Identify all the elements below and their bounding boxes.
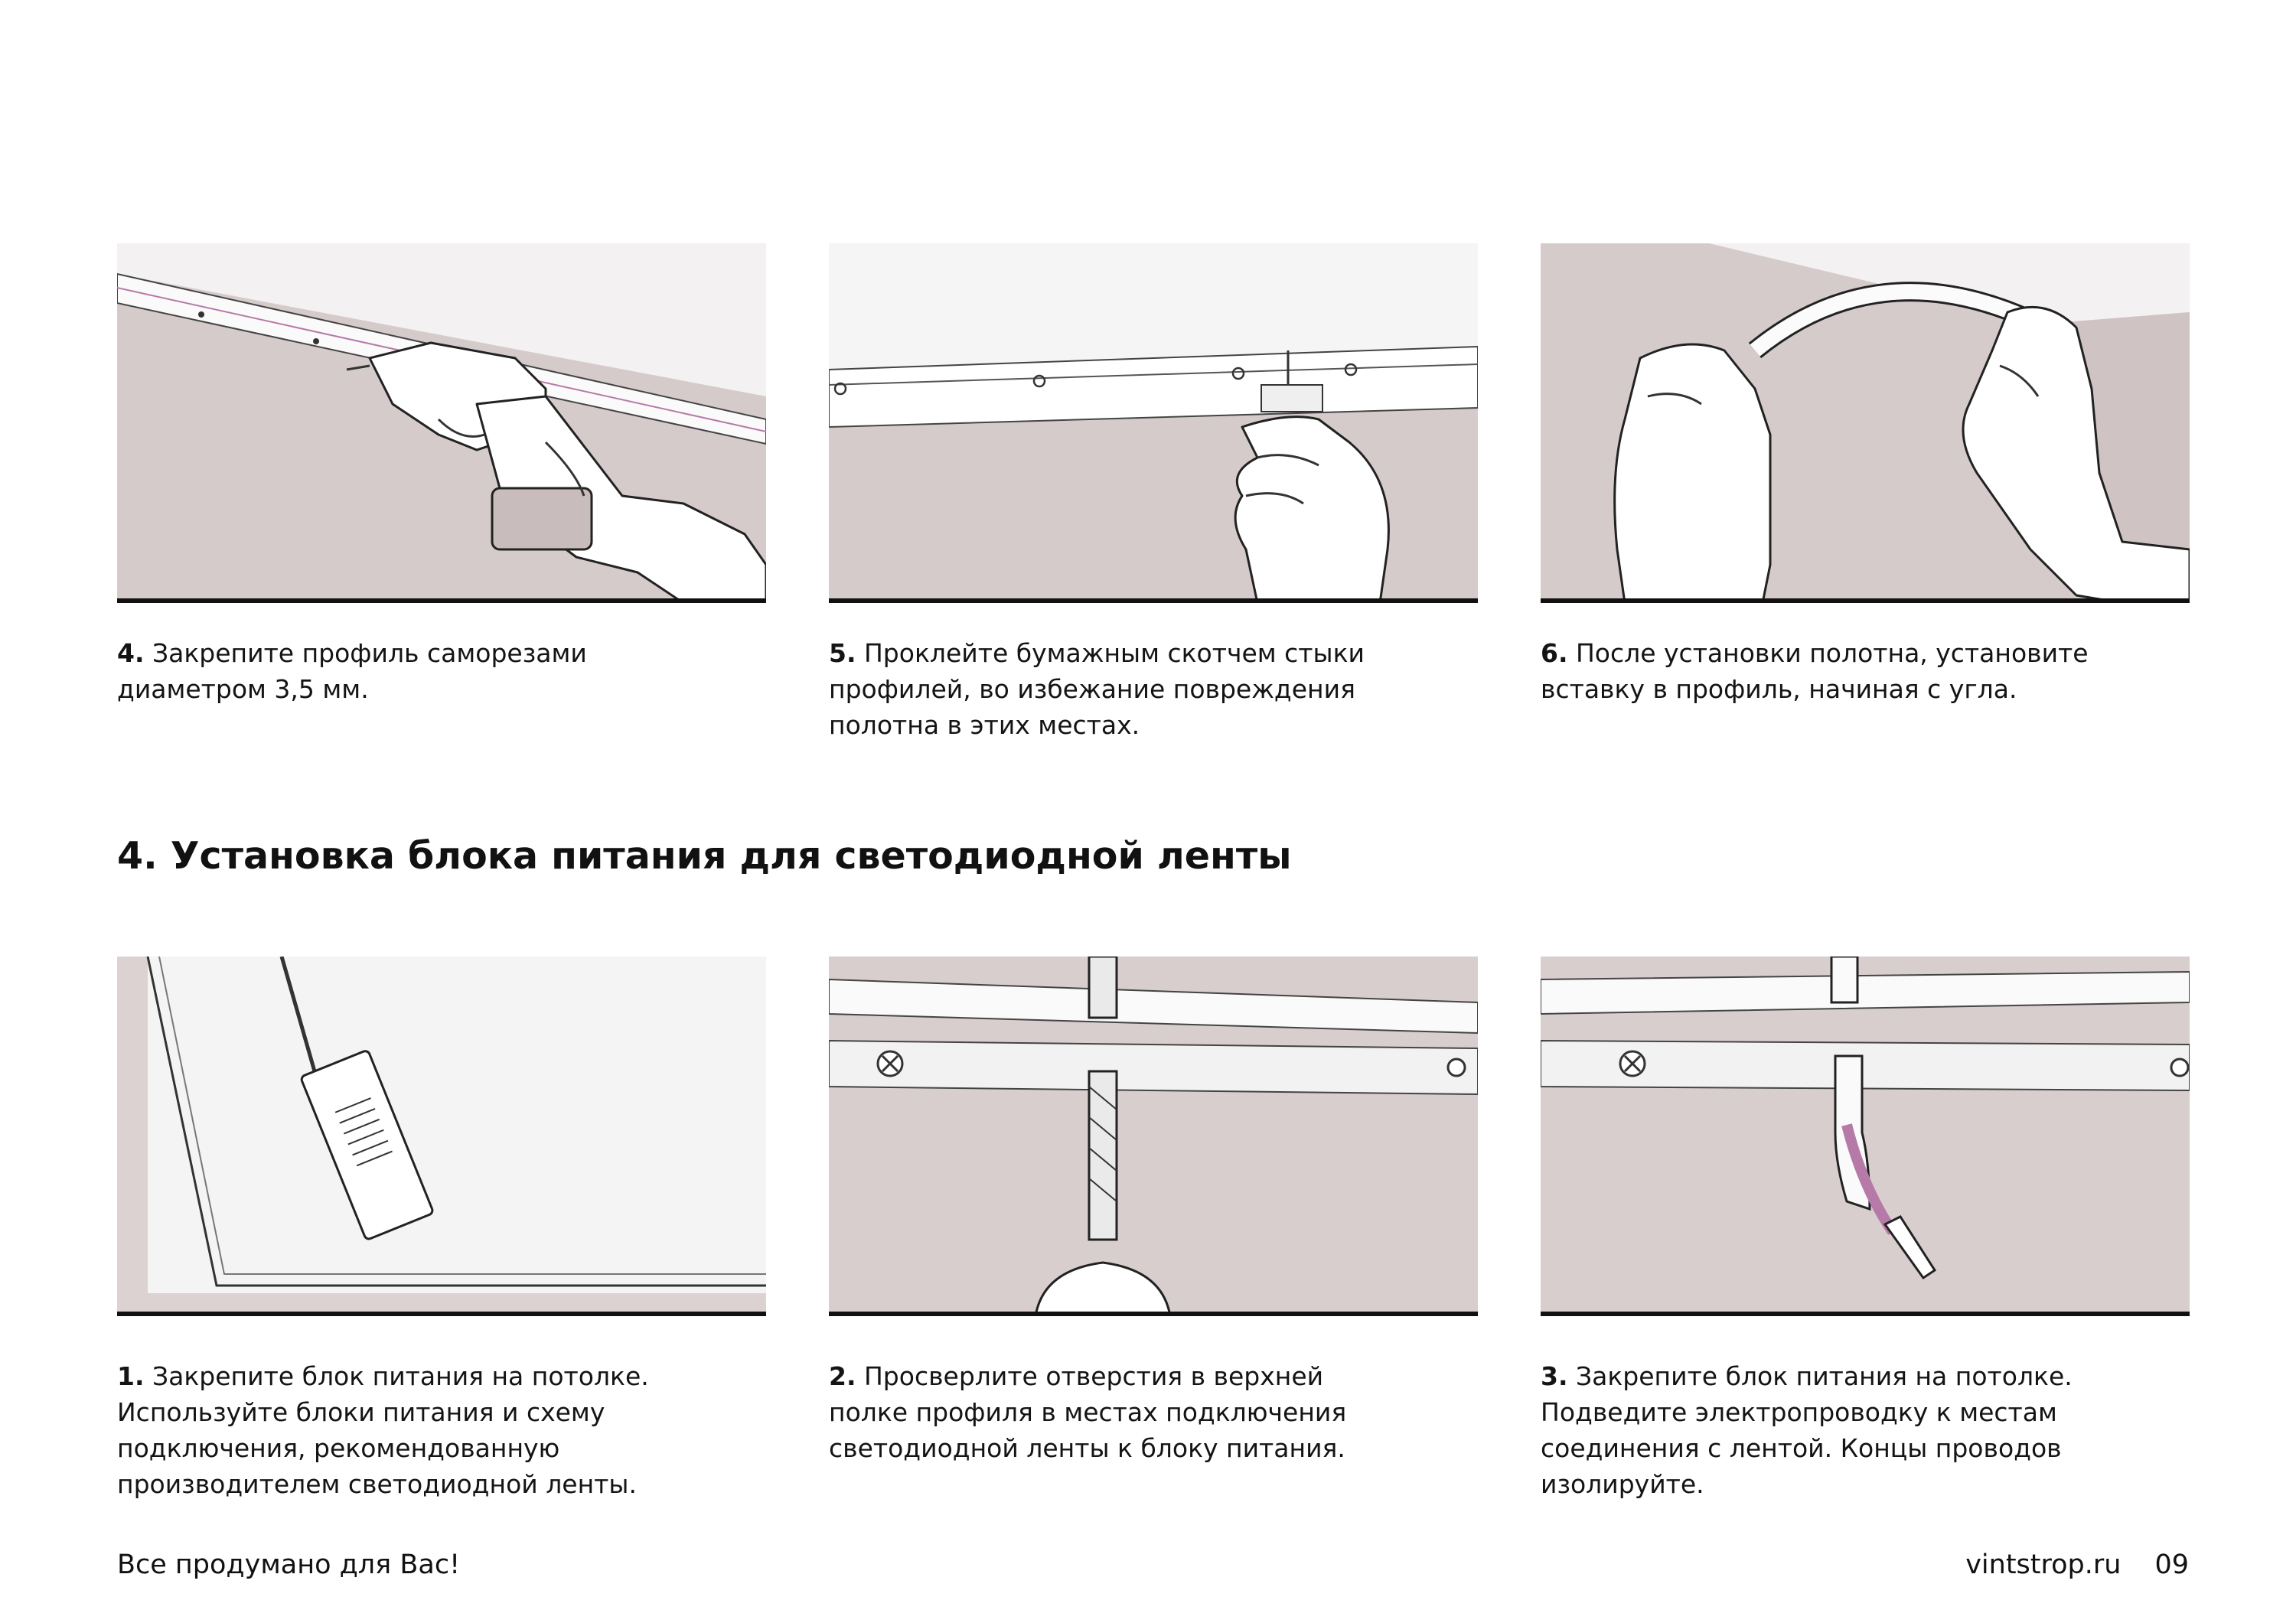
illustration-wiring-to-tape — [1541, 957, 2190, 1316]
drill-shelf-drawing — [829, 957, 1478, 1316]
step-text: После установки полотна, установите вста… — [1541, 638, 2089, 704]
step-text: Просверлите отверстия в верхней полке пр… — [829, 1361, 1347, 1463]
caption-step-6: 6. После установки полотна, установите в… — [1541, 635, 2199, 707]
step-number: 2. — [829, 1361, 856, 1391]
panel-baseline — [117, 1312, 766, 1316]
illustration-step-5-tape-joints — [829, 243, 1478, 603]
step-number: 5. — [829, 638, 856, 668]
panel-baseline — [1541, 598, 2190, 603]
tape-joint-drawing — [829, 243, 1478, 603]
step-number: 6. — [1541, 638, 1568, 668]
caption-step-4: 4. Закрепите профиль саморезами диаметро… — [117, 635, 775, 707]
illustration-drill-profile-shelf — [829, 957, 1478, 1316]
footer-site-link[interactable]: vintstrop.ru — [1965, 1550, 2122, 1580]
panel-baseline — [829, 598, 1478, 603]
drill-profile-drawing — [117, 243, 766, 603]
caption-psu-step-2: 2. Просверлите отверстия в верхней полке… — [829, 1358, 1487, 1466]
wiring-drawing — [1541, 957, 2190, 1316]
panel-baseline — [1541, 1312, 2190, 1316]
page-number: 09 — [2154, 1550, 2189, 1580]
step-text: Проклейте бумажным скотчем стыки профиле… — [829, 638, 1365, 740]
step-text: Закрепите блок питания на потолке. Подве… — [1541, 1361, 2073, 1499]
step-number: 1. — [117, 1361, 145, 1391]
footer-right: vintstrop.ru 09 — [1965, 1550, 2189, 1580]
insert-corner-drawing — [1541, 243, 2190, 603]
step-number: 3. — [1541, 1361, 1568, 1391]
caption-step-5: 5. Проклейте бумажным скотчем стыки проф… — [829, 635, 1487, 743]
section-title: 4. Установка блока питания для светодиод… — [117, 834, 1292, 878]
panel-baseline — [117, 598, 766, 603]
step-text: Закрепите профиль саморезами диаметром 3… — [117, 638, 587, 704]
footer-slogan: Все продумано для Вас! — [117, 1550, 461, 1580]
caption-psu-step-1: 1. Закрепите блок питания на потолке. Ис… — [117, 1358, 775, 1502]
power-supply-drawing — [117, 957, 766, 1316]
caption-psu-step-3: 3. Закрепите блок питания на потолке. По… — [1541, 1358, 2199, 1502]
step-number: 4. — [117, 638, 145, 668]
illustration-step-4-screw-profile — [117, 243, 766, 603]
illustration-step-6-insert-profile — [1541, 243, 2190, 603]
illustration-psu-ceiling — [117, 957, 766, 1316]
step-text: Закрепите блок питания на потолке. Испол… — [117, 1361, 649, 1499]
panel-baseline — [829, 1312, 1478, 1316]
